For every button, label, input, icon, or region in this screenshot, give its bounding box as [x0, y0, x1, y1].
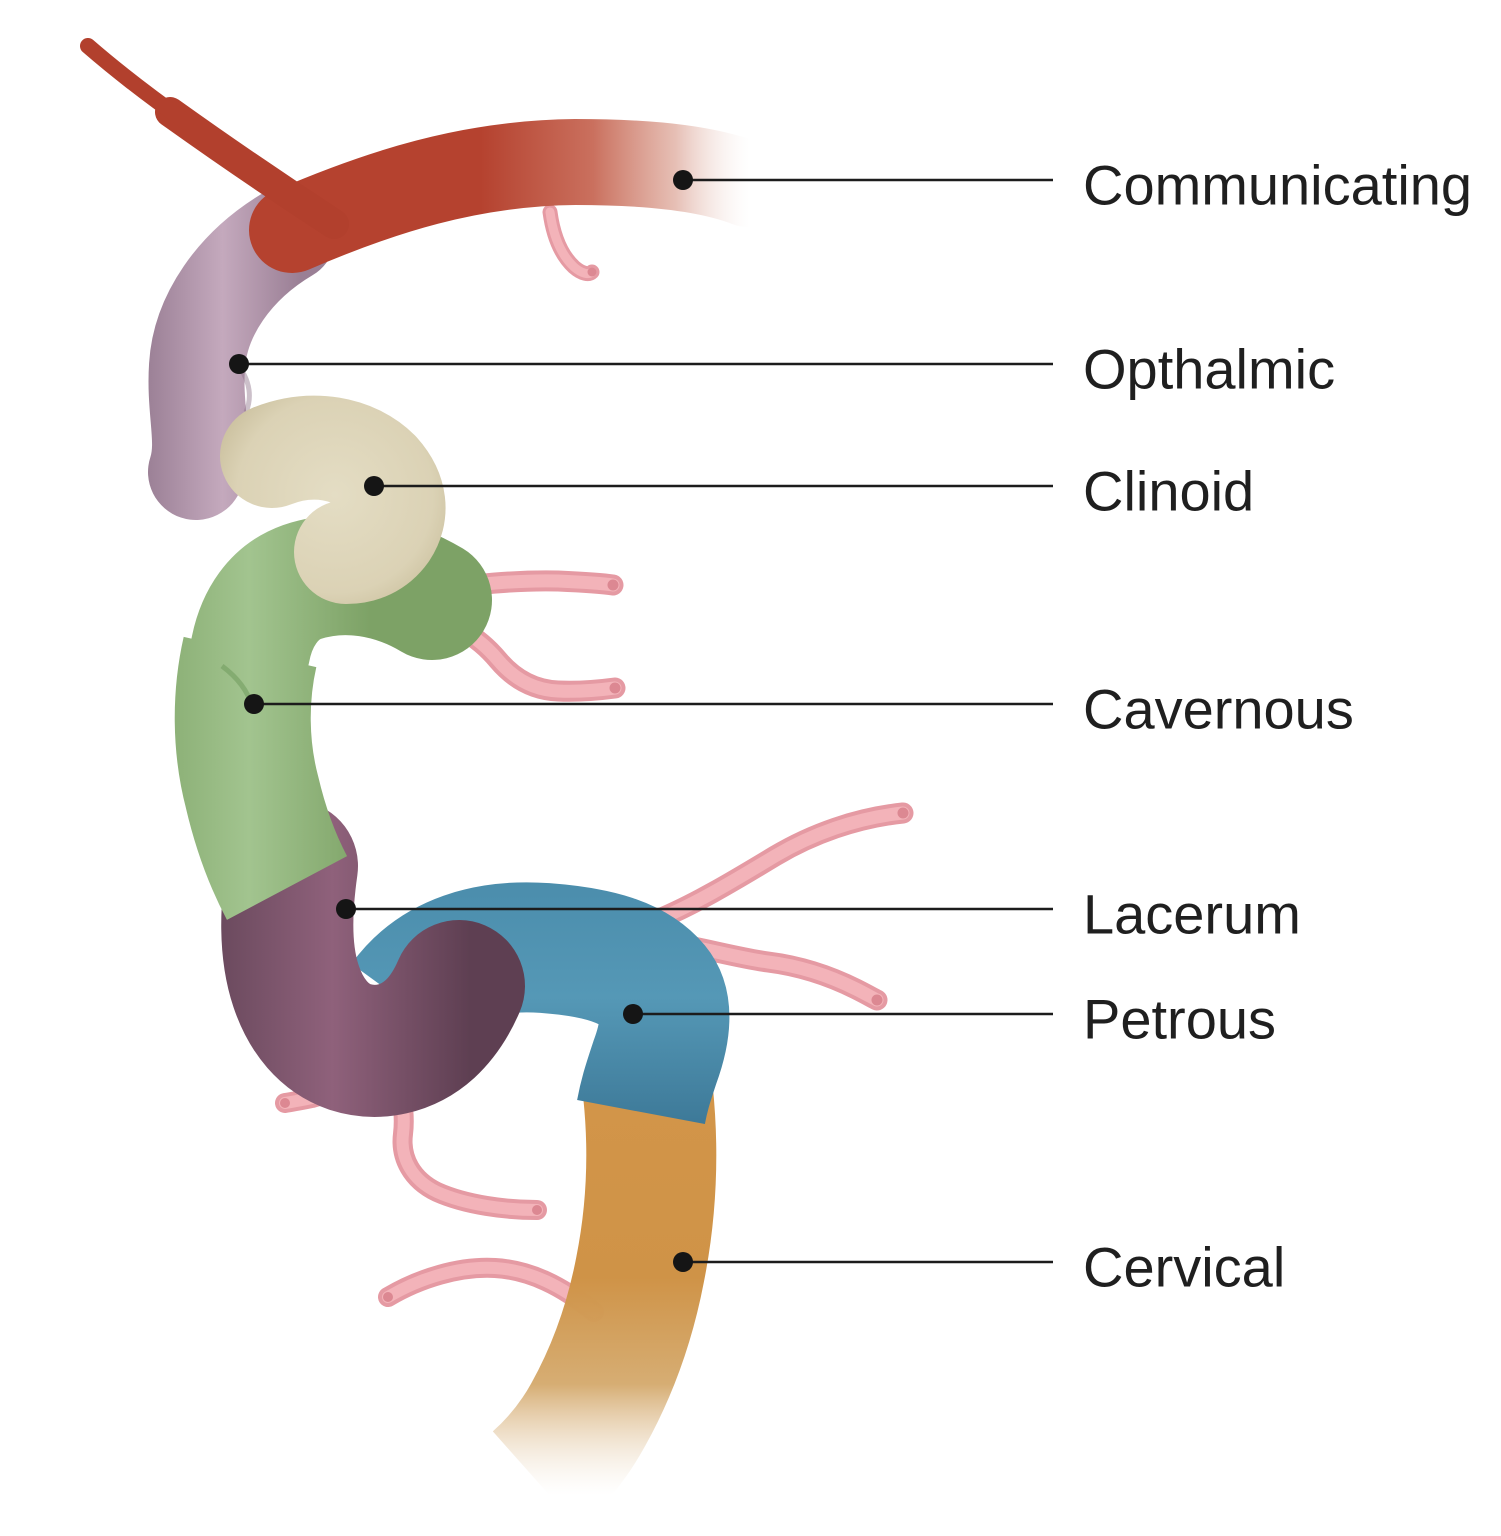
label-cavernous: Cavernous — [1083, 678, 1354, 741]
segment-opthalmic — [148, 186, 336, 520]
leader-dot-clinoid — [364, 476, 384, 496]
leader-dot-communicating — [673, 170, 693, 190]
segment-communicating — [249, 118, 791, 273]
leader-dot-cervical — [673, 1252, 693, 1272]
label-communicating: Communicating — [1083, 154, 1472, 217]
label-opthalmic: Opthalmic — [1083, 338, 1335, 401]
label-cervical: Cervical — [1083, 1236, 1285, 1299]
segment-clinoid — [220, 395, 446, 604]
label-clinoid: Clinoid — [1083, 460, 1254, 523]
artery — [80, 38, 791, 1529]
communicating-branch-tip — [80, 38, 194, 130]
label-lacerum: Lacerum — [1083, 883, 1301, 946]
leader-dot-lacerum — [336, 899, 356, 919]
label-petrous: Petrous — [1083, 988, 1276, 1051]
leader-dot-petrous — [623, 1004, 643, 1024]
segment-lacerum — [221, 800, 525, 1117]
branch-end-rims — [280, 267, 909, 1302]
leader-dot-opthalmic — [229, 354, 249, 374]
segment-cavernous — [174, 636, 348, 920]
leader-layer: CommunicatingOpthalmicClinoidCavernousLa… — [229, 154, 1472, 1299]
segment-cervical — [492, 1085, 717, 1529]
leader-dot-cavernous — [244, 694, 264, 714]
